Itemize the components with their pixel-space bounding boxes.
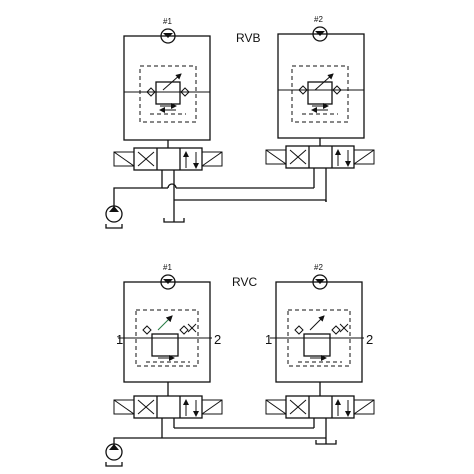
motor-label: #2 [314, 15, 323, 24]
motor-label: #1 [163, 17, 172, 26]
port-label-left: 1 [265, 332, 272, 347]
circuit-frame [275, 281, 363, 383]
circuit-2: #2 1 2 [265, 263, 375, 444]
piping [113, 427, 326, 450]
diagram-label: RVC [232, 275, 257, 289]
motor-label: #2 [314, 263, 323, 272]
relief-valve-symbol [287, 309, 351, 367]
port-label-left: 1 [116, 332, 123, 347]
port-label-right: 2 [366, 332, 373, 347]
circuit-frame [123, 281, 211, 383]
circuit-2: #2 [265, 15, 375, 202]
diagram-rvc: RVC #1 1 2 [105, 263, 375, 467]
diagram-rvb: RVB #1 [105, 15, 375, 229]
directional-valve-symbol [113, 395, 223, 419]
circuit-frame [123, 35, 211, 141]
pump-symbol [105, 443, 123, 467]
relief-valve-symbol [291, 65, 349, 123]
directional-valve-symbol [265, 145, 375, 169]
motor-label: #1 [163, 263, 172, 272]
diagram-label: RVB [236, 31, 260, 45]
circuit-1: #1 1 2 [113, 263, 223, 438]
directional-valve-symbol [265, 395, 375, 419]
piping [113, 183, 327, 210]
pump-symbol [105, 205, 123, 229]
circuit-frame [277, 33, 365, 139]
relief-valve-symbol [139, 65, 197, 123]
directional-valve-symbol [113, 147, 223, 171]
port-label-right: 2 [214, 332, 221, 347]
tank-symbol [315, 440, 337, 445]
relief-valve-symbol [135, 309, 199, 367]
circuit-1: #1 [113, 17, 223, 200]
tank-symbol [163, 200, 185, 223]
